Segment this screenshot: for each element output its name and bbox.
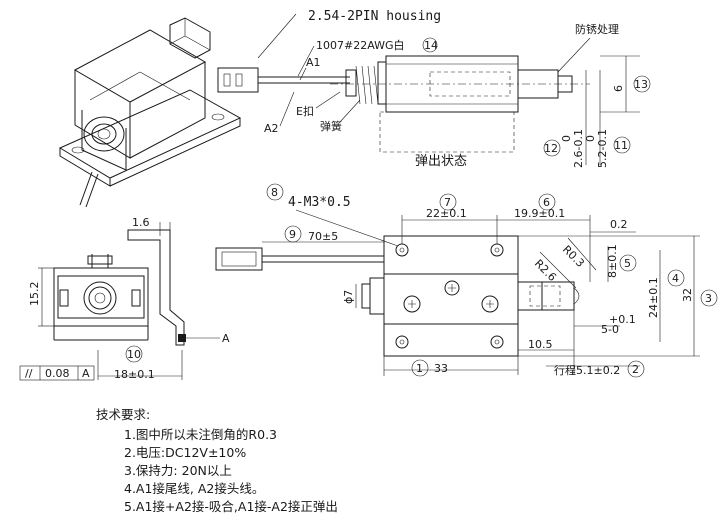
note-4: 4.A1接尾线, A2接头线。 — [124, 481, 265, 496]
dim-1-6: 1.6 — [132, 216, 150, 229]
dim-r0-3: R0.3 — [560, 243, 587, 270]
label-spring: 弹簧 — [320, 119, 342, 133]
ref-8: 8 — [271, 186, 278, 199]
ref-12: 12 — [544, 142, 558, 155]
dim-6: 6 — [612, 85, 625, 92]
ref-1: 1 — [416, 362, 423, 375]
ref-11: 11 — [614, 139, 628, 152]
label-rust: 防锈处理 — [575, 22, 619, 36]
dim-0-2: 0.2 — [610, 218, 628, 231]
dim-33: 33 — [434, 362, 448, 375]
dim-10-5: 10.5 — [528, 338, 553, 351]
flatness-tol: 0.08 — [45, 367, 70, 380]
state-label: 弹出状态 — [415, 154, 467, 169]
dim-r2-6: R2.6 — [532, 257, 559, 284]
dim-24: 24±0.1 — [647, 277, 660, 318]
label-e-clip: E扣 — [296, 104, 314, 118]
flatness-callout: // 0.08 A — [19, 365, 95, 381]
notes-title: 技术要求: — [96, 407, 151, 422]
isometric-view — [58, 17, 242, 208]
dim-22: 22±0.1 — [426, 207, 467, 220]
label-a1: A1 — [306, 56, 321, 69]
ref-14: 14 — [424, 39, 438, 52]
housing-label: 2.54-2PIN housing — [308, 9, 441, 24]
dim-19-9: 19.9±0.1 — [514, 207, 565, 220]
dim-2-6: 2.6-0.1 — [572, 129, 585, 168]
label-a2: A2 — [264, 122, 279, 135]
ref-9: 9 — [289, 228, 296, 241]
note-5: 5.A1接+A2接-吸合,A1接-A2接正弹出 — [124, 499, 338, 514]
dim-18: 18±0.1 — [114, 368, 155, 381]
top-view: 2.54-2PIN housing 1007#22AWG白 14 A1 A2 E… — [217, 9, 651, 169]
wire-label: 1007#22AWG白 — [316, 38, 405, 52]
note-1: 1.图中所以未注倒角的R0.3 — [124, 427, 277, 442]
side-view: 1.6 15.2 A 10 18±0.1 — [19, 216, 230, 381]
dim-0-b: 0 — [584, 135, 597, 142]
dim-5: 5-0 — [601, 323, 619, 336]
dim-tol-plus: +0.1 — [609, 313, 636, 326]
note-2: 2.电压:DC12V±10% — [124, 445, 247, 460]
dim-32: 32 — [681, 288, 694, 302]
ref-2: 2 — [632, 363, 639, 376]
ref-13: 13 — [634, 78, 648, 91]
dim-5-2: 5.2-0.1 — [596, 129, 609, 168]
ref-6: 6 — [543, 196, 550, 209]
dim-70: 70±5 — [308, 230, 338, 243]
ref-4: 4 — [672, 272, 679, 285]
dim-15-2: 15.2 — [28, 282, 41, 307]
flatness-datum: A — [82, 367, 90, 380]
dim-0-a: 0 — [560, 135, 573, 142]
dim-phi7: ϕ7 — [342, 290, 355, 304]
flatness-symbol: // — [25, 367, 33, 380]
ref-5: 5 — [624, 257, 631, 270]
note-3: 3.保持力: 20N以上 — [124, 463, 232, 478]
datum-a: A — [222, 332, 230, 345]
front-view: 22±0.1 19.9±0.1 7 6 0.2 8 4-M3*0.5 9 70±… — [215, 183, 718, 378]
screw-label: 4-M3*0.5 — [288, 195, 351, 210]
ref-10: 10 — [127, 348, 141, 361]
dim-8: 8±0.1 — [606, 244, 619, 278]
ref-7: 7 — [444, 196, 451, 209]
ref-3: 3 — [705, 292, 712, 305]
stroke-label: 行程5.1±0.2 — [554, 364, 620, 377]
